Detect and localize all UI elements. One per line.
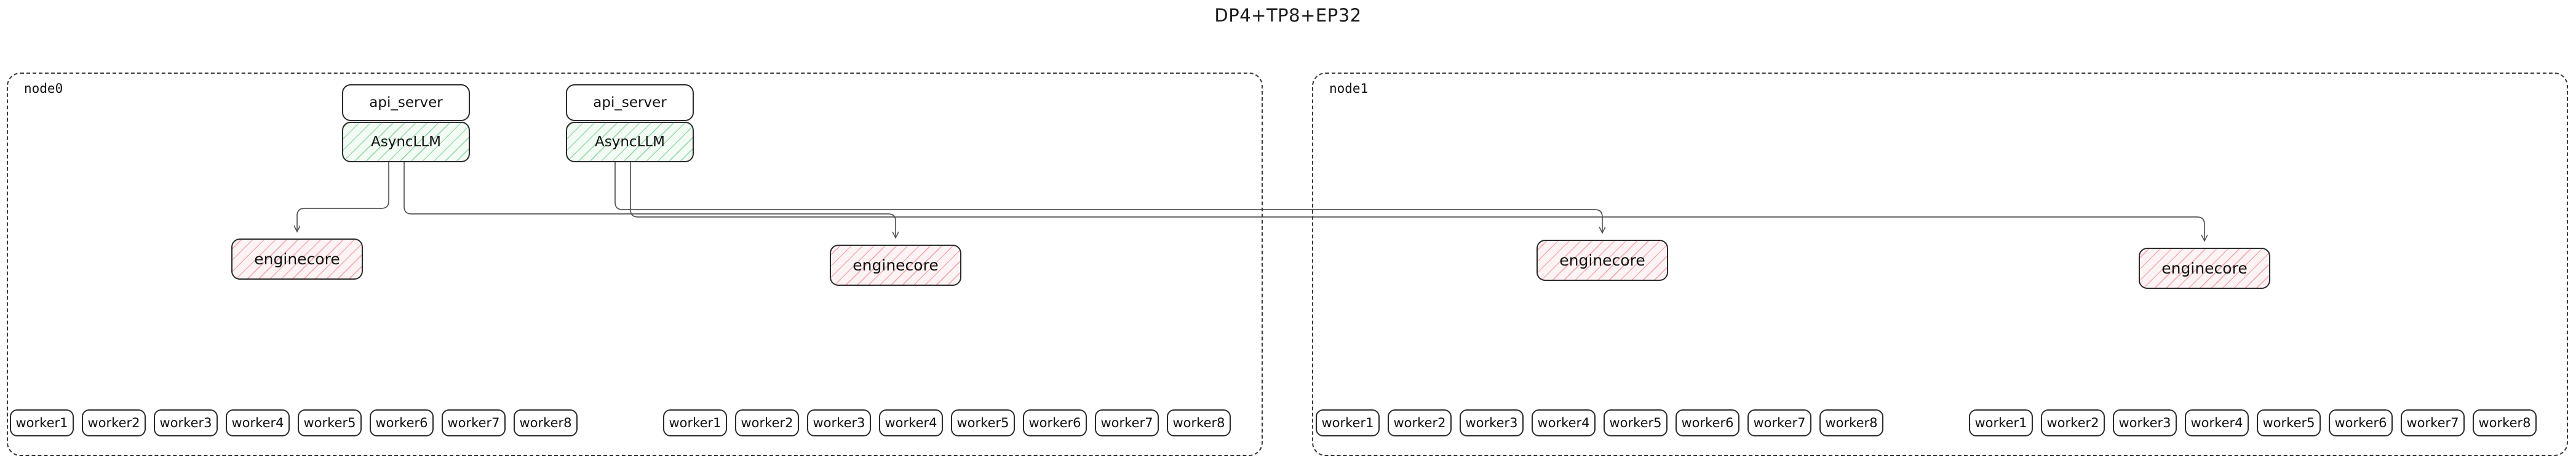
worker-label: worker8 bbox=[1172, 416, 1225, 430]
cluster-node0: node0 bbox=[7, 73, 1263, 456]
node-worker[interactable]: worker1 bbox=[1969, 409, 2033, 436]
node-worker[interactable]: worker7 bbox=[1747, 409, 1811, 436]
node-worker[interactable]: worker2 bbox=[735, 409, 799, 436]
cluster-node1: node1 bbox=[1312, 73, 2568, 456]
node-worker[interactable]: worker7 bbox=[442, 409, 506, 436]
worker-label: worker4 bbox=[231, 416, 284, 430]
worker-label: worker7 bbox=[2406, 416, 2459, 430]
node-enginecore_2[interactable]: enginecore bbox=[1536, 240, 1668, 281]
node-label: api_server bbox=[593, 95, 667, 111]
worker-label: worker5 bbox=[303, 416, 356, 430]
cluster-label-node0: node0 bbox=[24, 81, 63, 96]
node-enginecore_1[interactable]: enginecore bbox=[830, 245, 961, 286]
worker-label: worker5 bbox=[956, 416, 1009, 430]
worker-label: worker6 bbox=[1028, 416, 1081, 430]
worker-label: worker4 bbox=[2190, 416, 2243, 430]
node-worker[interactable]: worker4 bbox=[1532, 409, 1596, 436]
node-worker[interactable]: worker6 bbox=[2329, 409, 2393, 436]
worker-label: worker1 bbox=[669, 416, 722, 430]
node-worker[interactable]: worker3 bbox=[1460, 409, 1524, 436]
worker-label: worker7 bbox=[1753, 416, 1806, 430]
worker-label: worker3 bbox=[813, 416, 865, 430]
node-worker[interactable]: worker2 bbox=[82, 409, 146, 436]
page-title: DP4+TP8+EP32 bbox=[1214, 5, 1362, 26]
node-worker[interactable]: worker5 bbox=[1604, 409, 1668, 436]
worker-label: worker2 bbox=[2046, 416, 2099, 430]
node-asyncllm_0[interactable]: AsyncLLM bbox=[342, 122, 470, 162]
node-label: AsyncLLM bbox=[370, 134, 442, 150]
worker-label: worker3 bbox=[1465, 416, 1518, 430]
node-worker[interactable]: worker8 bbox=[1167, 409, 1231, 436]
node-worker[interactable]: worker2 bbox=[2041, 409, 2105, 436]
node-api_server_0[interactable]: api_server bbox=[342, 84, 470, 121]
worker-label: worker2 bbox=[741, 416, 793, 430]
node-worker[interactable]: worker4 bbox=[879, 409, 943, 436]
node-worker[interactable]: worker6 bbox=[370, 409, 434, 436]
node-worker[interactable]: worker3 bbox=[807, 409, 871, 436]
node-worker[interactable]: worker5 bbox=[298, 409, 362, 436]
worker-label: worker7 bbox=[1100, 416, 1153, 430]
worker-label: worker6 bbox=[375, 416, 428, 430]
node-worker[interactable]: worker4 bbox=[226, 409, 290, 436]
worker-label: worker6 bbox=[2334, 416, 2387, 430]
worker-label: worker8 bbox=[2478, 416, 2531, 430]
node-label: api_server bbox=[369, 95, 443, 111]
worker-label: worker1 bbox=[1974, 416, 2027, 430]
worker-label: worker7 bbox=[447, 416, 500, 430]
node-label: enginecore bbox=[254, 250, 340, 268]
worker-label: worker8 bbox=[519, 416, 572, 430]
node-worker[interactable]: worker1 bbox=[10, 409, 74, 436]
worker-label: worker6 bbox=[1681, 416, 1734, 430]
node-enginecore_3[interactable]: enginecore bbox=[2139, 248, 2270, 289]
worker-label: worker5 bbox=[2262, 416, 2315, 430]
node-worker[interactable]: worker5 bbox=[951, 409, 1015, 436]
node-worker[interactable]: worker2 bbox=[1388, 409, 1452, 436]
node-label: enginecore bbox=[853, 256, 939, 274]
worker-label: worker4 bbox=[1537, 416, 1590, 430]
node-worker[interactable]: worker6 bbox=[1676, 409, 1739, 436]
node-label: enginecore bbox=[2161, 259, 2248, 277]
node-worker[interactable]: worker5 bbox=[2257, 409, 2321, 436]
worker-label: worker3 bbox=[159, 416, 212, 430]
node-worker[interactable]: worker7 bbox=[2401, 409, 2465, 436]
worker-label: worker5 bbox=[1609, 416, 1662, 430]
node-worker[interactable]: worker3 bbox=[154, 409, 218, 436]
node-worker[interactable]: worker7 bbox=[1095, 409, 1159, 436]
node-enginecore_0[interactable]: enginecore bbox=[231, 238, 363, 280]
node-label: enginecore bbox=[1559, 251, 1645, 269]
node-worker[interactable]: worker1 bbox=[663, 409, 727, 436]
node-worker[interactable]: worker1 bbox=[1316, 409, 1380, 436]
node-label: AsyncLLM bbox=[594, 134, 666, 150]
node-worker[interactable]: worker8 bbox=[2473, 409, 2537, 436]
node-worker[interactable]: worker8 bbox=[514, 409, 578, 436]
node-asyncllm_1[interactable]: AsyncLLM bbox=[566, 122, 694, 162]
node-worker[interactable]: worker8 bbox=[1819, 409, 1883, 436]
worker-label: worker1 bbox=[1321, 416, 1374, 430]
worker-label: worker1 bbox=[15, 416, 68, 430]
node-api_server_1[interactable]: api_server bbox=[566, 84, 694, 121]
cluster-label-node1: node1 bbox=[1329, 81, 1369, 96]
worker-label: worker2 bbox=[1393, 416, 1446, 430]
node-worker[interactable]: worker6 bbox=[1023, 409, 1087, 436]
worker-label: worker2 bbox=[87, 416, 140, 430]
worker-label: worker4 bbox=[885, 416, 937, 430]
worker-label: worker3 bbox=[2118, 416, 2171, 430]
node-worker[interactable]: worker3 bbox=[2113, 409, 2177, 436]
worker-label: worker8 bbox=[1825, 416, 1878, 430]
node-worker[interactable]: worker4 bbox=[2185, 409, 2249, 436]
